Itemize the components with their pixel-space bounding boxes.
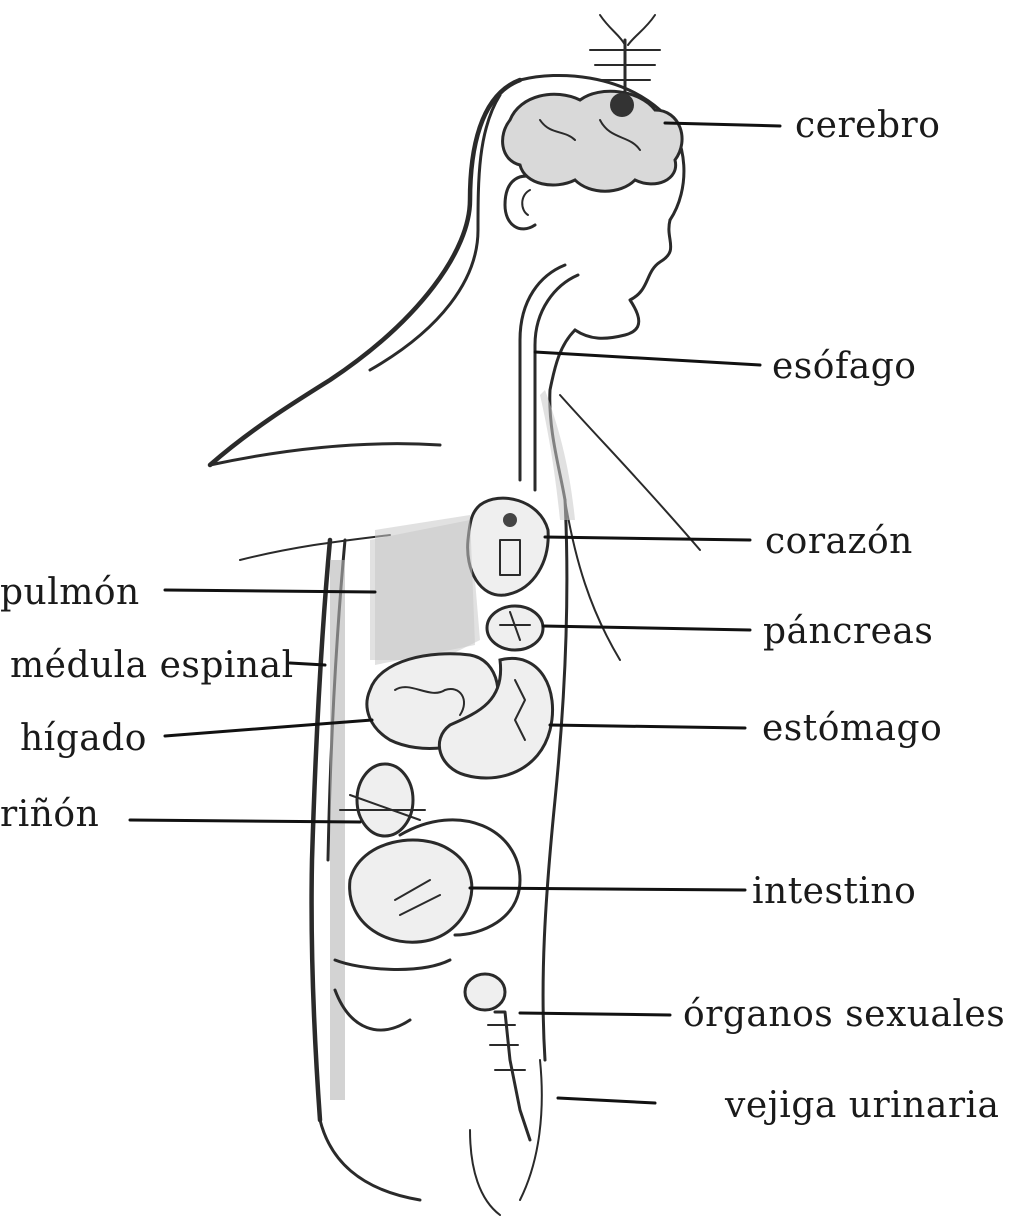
heart-organ: [468, 498, 549, 595]
leader-esofago: [535, 352, 760, 365]
leader-rinon: [130, 820, 360, 822]
label-vejiga-urinaria: vejiga urinaria: [724, 1085, 1000, 1126]
leader-corazon: [545, 537, 750, 540]
esophagus-organ: [520, 265, 578, 490]
leader-organos: [520, 1013, 670, 1015]
label-cerebro: cerebro: [795, 105, 940, 146]
leader-estomago: [550, 725, 745, 728]
brain-organ: [503, 15, 682, 191]
leader-medula: [290, 663, 325, 665]
label-intestino: intestino: [752, 871, 916, 912]
leader-vejiga: [558, 1098, 655, 1103]
label-estomago: estómago: [762, 708, 942, 749]
leader-cerebro: [665, 123, 780, 126]
label-pancreas: páncreas: [763, 611, 933, 652]
lung-organ: [375, 515, 475, 665]
label-esofago: esófago: [772, 346, 916, 387]
label-corazon: corazón: [765, 521, 913, 562]
label-organos-sexuales: órganos sexuales: [683, 994, 1005, 1035]
leader-pulmon: [165, 590, 375, 592]
leader-pancreas: [543, 626, 750, 630]
pancreas-organ: [487, 606, 543, 650]
leader-intestino: [470, 888, 745, 890]
kidney-organ: [340, 764, 425, 836]
sex-organs-organ: [465, 974, 530, 1140]
label-rinon: riñón: [0, 794, 99, 835]
label-medula: médula espinal: [10, 645, 294, 686]
label-pulmon: pulmón: [0, 572, 140, 613]
label-higado: hígado: [20, 718, 147, 759]
